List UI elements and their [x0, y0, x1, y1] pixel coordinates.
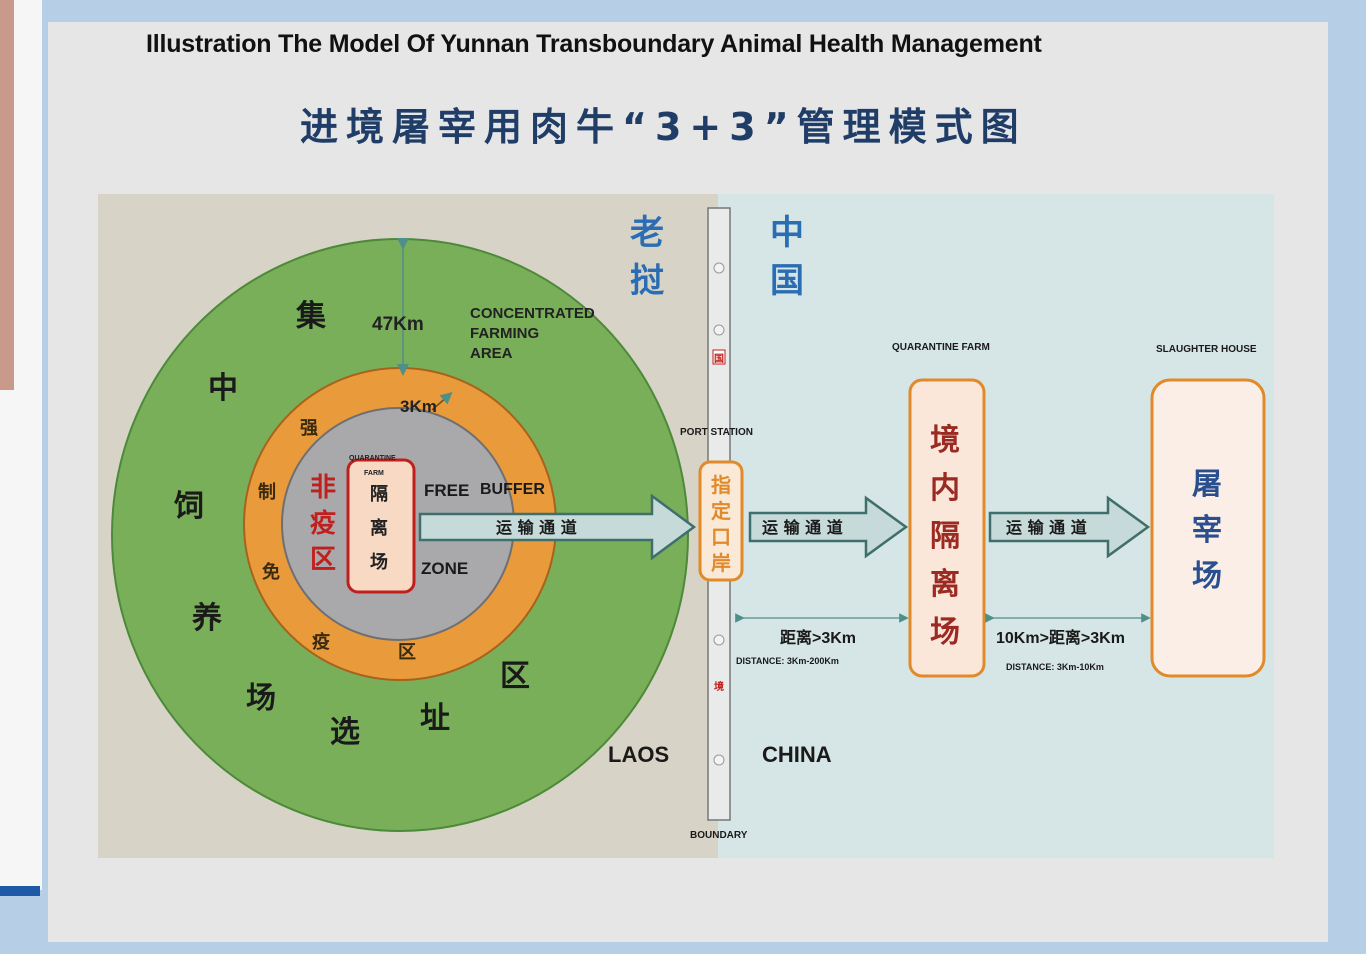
port-char-2: 定 [711, 499, 731, 523]
domestic-char-4: 离 [930, 567, 960, 602]
domestic-char-3: 隔 [930, 519, 960, 554]
slaughter-house-label: SLAUGHTER HOUSE [1156, 344, 1257, 355]
buffer-char-3: 免 [262, 561, 280, 583]
quarantine-char-1: 隔 [370, 484, 388, 505]
designated-port-box [698, 460, 744, 582]
quarantine-char-2: 离 [370, 517, 388, 539]
free-zone-char-1: 非 [310, 473, 336, 503]
title-chinese: 进境屠宰用肉牛“3+3”管理模式图 [300, 105, 1027, 149]
boundary-mark-box [712, 349, 726, 365]
buffer-char-1: 强 [300, 418, 318, 439]
buffer-char-2: 制 [258, 482, 276, 503]
outer-char-6: 选 [330, 715, 360, 750]
boundary-mark-2: 境 [714, 680, 724, 693]
quarantine-small-label-2: FARM [364, 470, 384, 477]
distance-1-cn: 距离>3Km [780, 628, 856, 647]
transport-label-3: 运 输 通 道 [1006, 518, 1087, 537]
slaughter-box [1150, 378, 1266, 678]
quarantine-farm-box [346, 458, 416, 594]
title-english: Illustration The Model Of Yunnan Transbo… [146, 30, 1042, 58]
buffer-label: BUFFER [480, 481, 545, 498]
buffer-char-4: 疫 [312, 631, 330, 653]
distance-47km-label: 47Km [372, 314, 424, 335]
boundary-dot [713, 634, 725, 646]
transport-label-1: 运 输 通 道 [496, 518, 577, 537]
laos-cn-1: 老 [630, 213, 664, 253]
slaughter-char-3: 场 [1192, 559, 1222, 594]
concentrated-label-3: AREA [470, 345, 513, 362]
outer-char-5: 场 [246, 681, 276, 716]
distance-2-en: DISTANCE: 3Km-10Km [1006, 662, 1104, 672]
outer-char-1: 集 [295, 299, 327, 334]
transport-arrow-3 [988, 495, 1151, 559]
free-zone-char-3: 区 [310, 545, 336, 575]
distance-2-cn: 10Km>距离>3Km [996, 628, 1125, 647]
zone-label: ZONE [421, 559, 468, 578]
domestic-char-2: 内 [930, 471, 960, 506]
boundary-label: BOUNDARY [690, 830, 748, 841]
outer-char-7: 址 [420, 701, 450, 736]
buffer-char-5: 区 [398, 642, 416, 663]
transport-arrow-2 [748, 495, 909, 559]
outer-char-8: 区 [500, 659, 530, 694]
outer-char-2: 中 [208, 371, 238, 406]
transport-arrow-1 [418, 493, 697, 561]
outer-char-4: 养 [192, 601, 222, 636]
free-label: FREE [424, 481, 469, 500]
background-blue-stripe [0, 886, 40, 896]
distance-1-en: DISTANCE: 3Km-200Km [736, 656, 839, 666]
port-station-label: PORT STATION [680, 427, 753, 438]
laos-label: LAOS [608, 742, 669, 767]
transport-label-2: 运 输 通 道 [762, 518, 843, 537]
slaughter-char-1: 屠 [1192, 467, 1222, 502]
boundary-mark-1: 国 [714, 353, 724, 365]
quarantine-small-label-1: QUARANTINE [349, 455, 396, 462]
concentrated-label-2: FARMING [470, 325, 539, 342]
distance-3km-line [431, 392, 453, 411]
outer-char-3: 饲 [173, 489, 204, 524]
quarantine-char-3: 场 [370, 552, 388, 573]
laos-cn-2: 挝 [630, 261, 664, 301]
domestic-char-5: 场 [930, 615, 960, 650]
china-cn-1: 中 [770, 213, 804, 253]
concentrated-label-1: CONCENTRATED [470, 305, 595, 322]
background-photo-strip [0, 0, 14, 390]
port-char-3: 口 [711, 525, 731, 549]
boundary-dot [713, 324, 725, 336]
quarantine-farm-label: QUARANTINE FARM [892, 342, 990, 353]
port-char-4: 岸 [711, 551, 731, 575]
distance-3km-label: 3Km [400, 397, 437, 416]
china-cn-2: 国 [770, 261, 804, 301]
china-label: CHINA [762, 742, 832, 767]
boundary-dot [713, 262, 725, 274]
free-zone-char-2: 疫 [310, 508, 336, 539]
slaughter-char-2: 宰 [1192, 513, 1222, 548]
domestic-char-1: 境 [930, 423, 960, 458]
boundary-dot [713, 754, 725, 766]
domestic-quarantine-box [908, 378, 986, 678]
port-char-1: 指 [711, 473, 731, 497]
